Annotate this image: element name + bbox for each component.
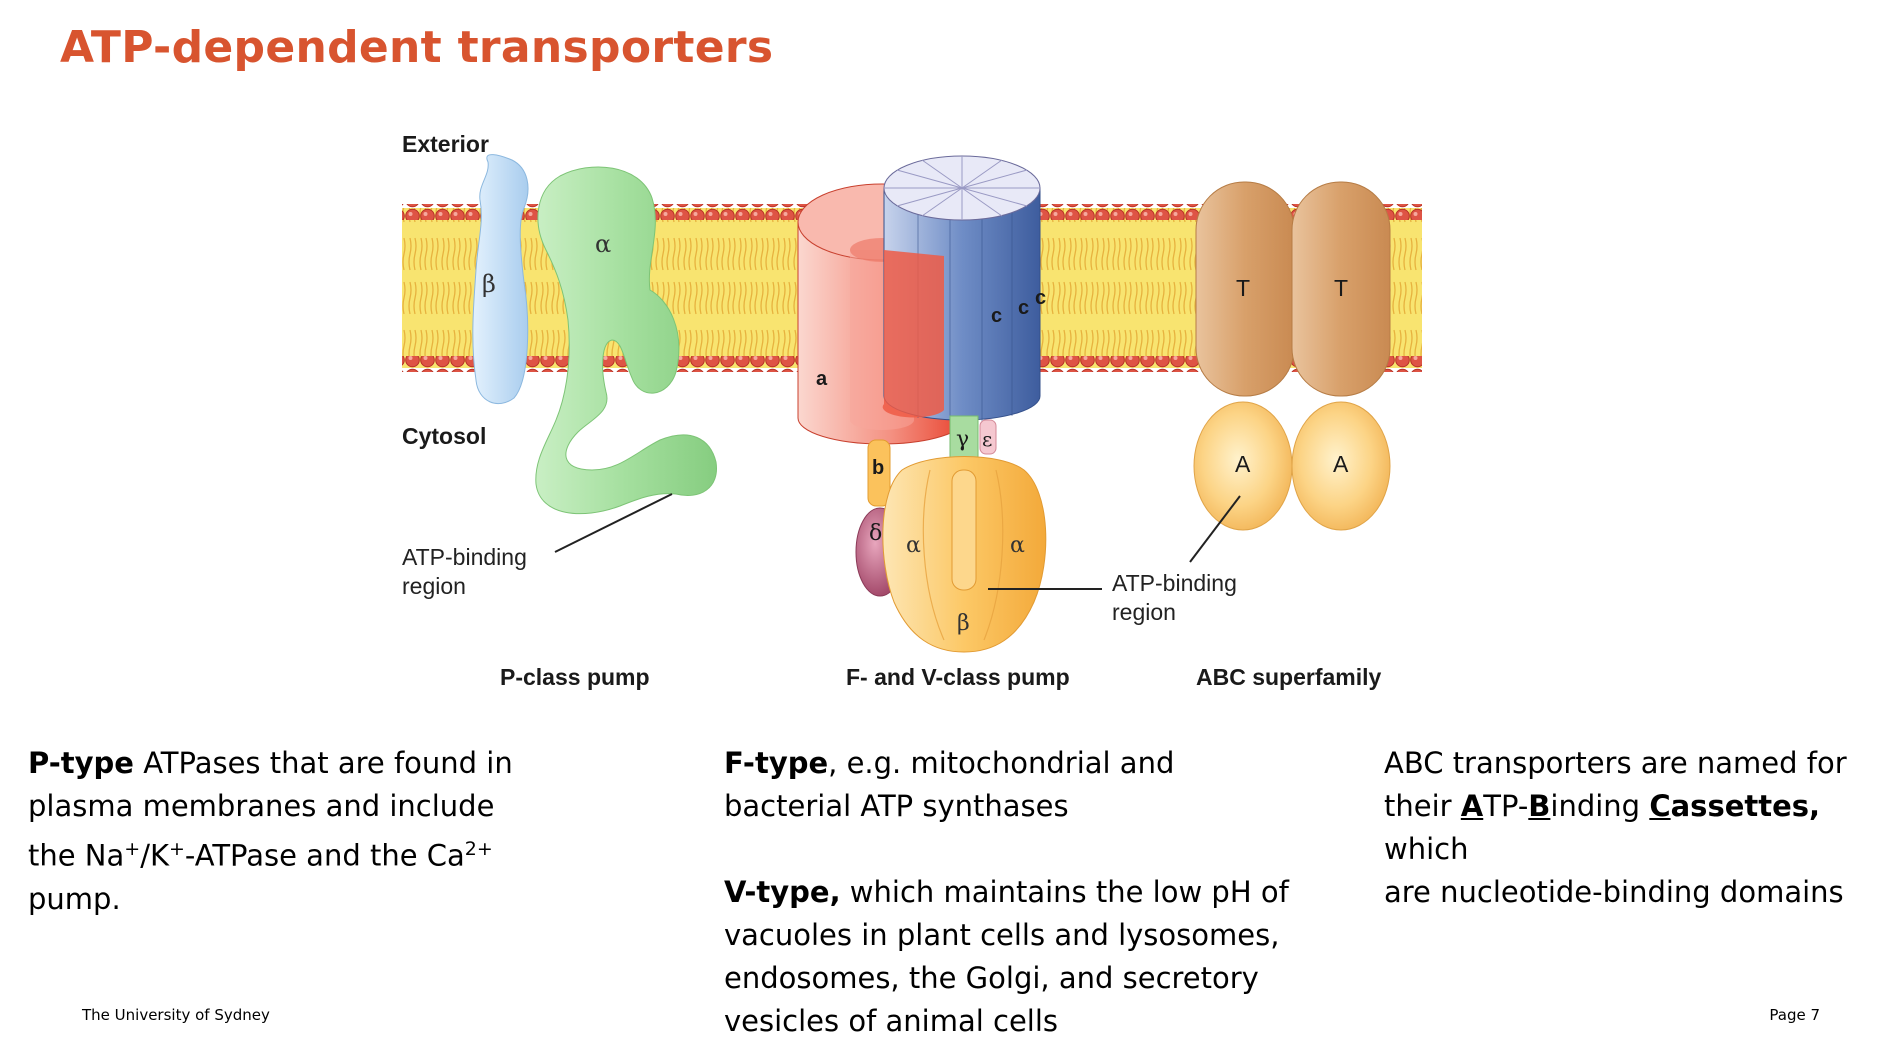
slide-title: ATP-dependent transporters bbox=[60, 22, 774, 73]
abc-description: ABC transporters are named for their ATP… bbox=[1384, 746, 1847, 909]
f-c-label-2: c bbox=[1018, 297, 1029, 319]
vtype-term: V-type, bbox=[724, 875, 841, 909]
f-b-stalk bbox=[867, 439, 891, 507]
p-class-pump: α β ATP-binding region bbox=[402, 154, 717, 599]
f-epsilon-label: ε bbox=[982, 427, 992, 451]
abc-a-label-1: A bbox=[1235, 451, 1251, 477]
caption-abc: ABC superfamily bbox=[1196, 664, 1382, 690]
f-beta-label: β bbox=[957, 611, 970, 636]
p-beta-subunit bbox=[472, 154, 529, 404]
p-alpha-subunit bbox=[535, 166, 717, 515]
f-delta-label: δ bbox=[869, 521, 882, 546]
f-atp-label-line1: ATP-binding bbox=[1112, 570, 1237, 596]
abc-t-domain-2 bbox=[1291, 181, 1391, 397]
footer-page-number: Page 7 bbox=[1769, 1006, 1820, 1024]
abc-t-label-1: T bbox=[1236, 275, 1250, 301]
p-alpha-label: α bbox=[595, 230, 611, 258]
fv-type-description: F-type, e.g. mitochondrial and bacterial… bbox=[724, 746, 1289, 1038]
ptype-term: P-type bbox=[28, 746, 134, 780]
f-c-label-1: c bbox=[991, 305, 1002, 327]
abc-t-label-2: T bbox=[1334, 275, 1348, 301]
f-b-label: b bbox=[872, 457, 884, 479]
f-a-label: a bbox=[816, 368, 828, 390]
p-atp-pointer-line bbox=[554, 493, 673, 553]
exterior-label: Exterior bbox=[402, 131, 489, 157]
f-gamma-label: γ bbox=[956, 427, 969, 452]
f-epsilon bbox=[979, 419, 997, 455]
f-atp-label-line2: region bbox=[1112, 599, 1176, 625]
abc-atp-pointer-line bbox=[1189, 495, 1241, 563]
cytosol-label: Cytosol bbox=[402, 423, 486, 449]
abc-transporter: T T A A bbox=[1189, 181, 1391, 563]
f-alpha-left-label: α bbox=[906, 533, 921, 558]
p-atp-label-line1: ATP-binding bbox=[402, 544, 527, 570]
abc-a-label-2: A bbox=[1333, 451, 1349, 477]
ptype-description: P-type ATPases that are found in plasma … bbox=[28, 746, 513, 916]
f-alpha-right-label: α bbox=[1010, 533, 1025, 558]
caption-p-class: P-class pump bbox=[500, 664, 650, 690]
caption-fv-class: F- and V-class pump bbox=[846, 664, 1070, 690]
f-c-label-3: c bbox=[1035, 287, 1046, 309]
footer-institution: The University of Sydney bbox=[82, 1006, 270, 1024]
ftype-term: F-type bbox=[724, 746, 829, 780]
fv-class-pump: a b c c c γ ε δ α α β ATP-binding region bbox=[797, 155, 1237, 653]
p-atp-label-line2: region bbox=[402, 573, 466, 599]
p-beta-label: β bbox=[482, 270, 496, 298]
atp-transporter-diagram: Exterior Cytosol α β ATP-binding region bbox=[402, 131, 1422, 690]
abc-a-domain-2 bbox=[1291, 401, 1391, 531]
